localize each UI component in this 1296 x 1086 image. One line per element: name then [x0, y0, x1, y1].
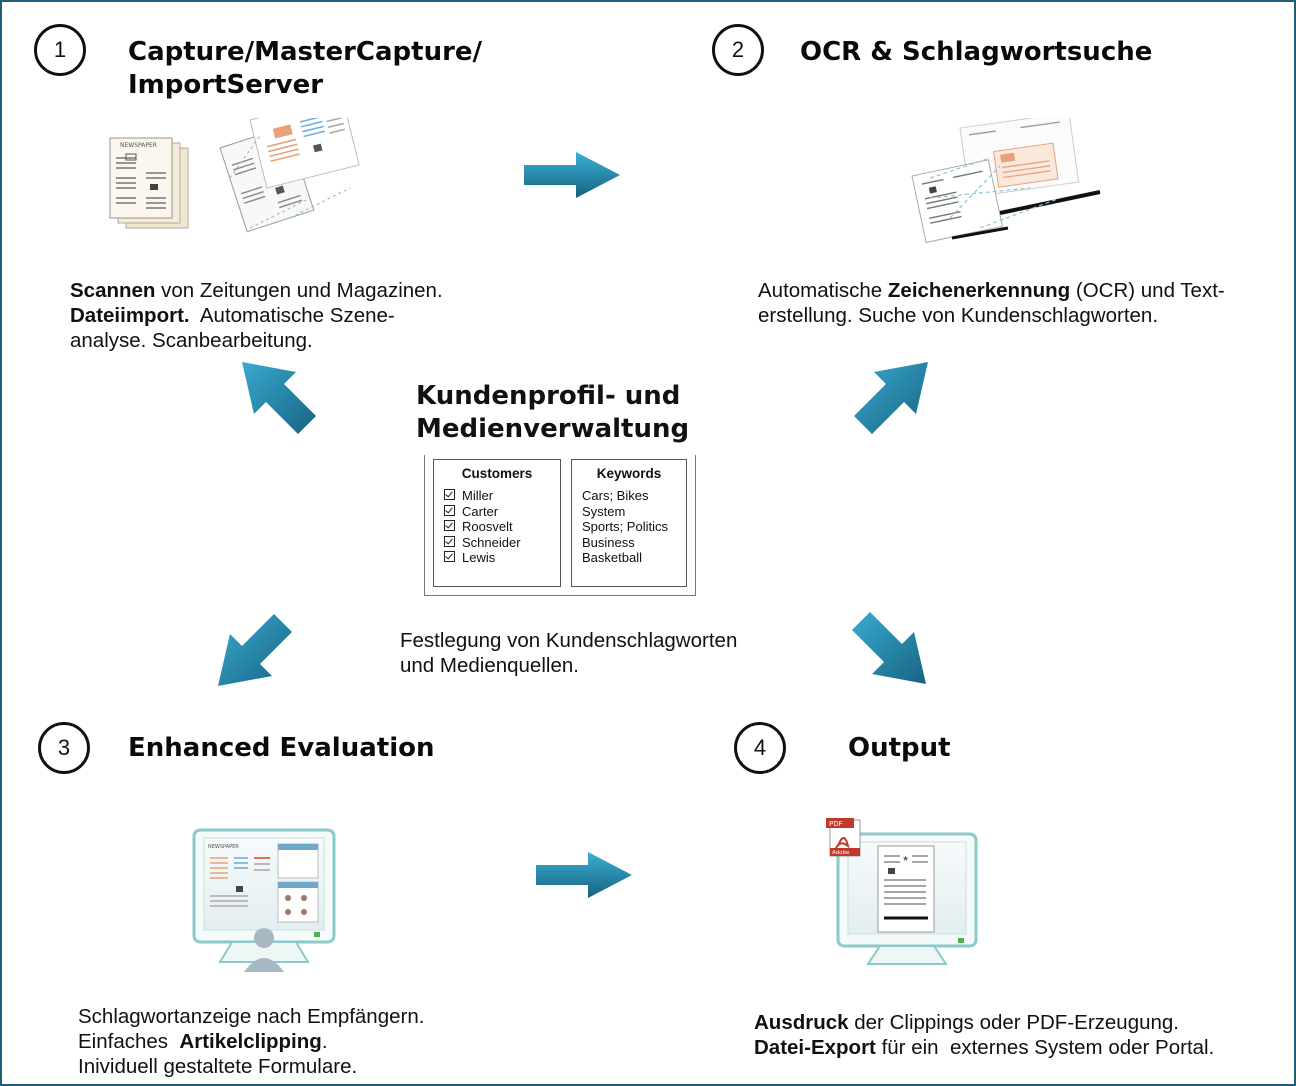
step-4-desc-bold-1: Ausdruck [754, 1011, 849, 1034]
checkbox-icon [444, 489, 455, 500]
customer-keyword-table: Customers Miller Carter Roosvelt Schneid… [424, 455, 696, 596]
step-3-description: Schlagwortanzeige nach Empfängern. Einfa… [78, 1004, 424, 1079]
customer-item: Carter [444, 504, 560, 520]
step-2-number: 2 [712, 24, 764, 76]
step-3-desc-bold-2: Artikelclipping [179, 1030, 322, 1053]
step-1-number: 1 [34, 24, 86, 76]
step-3-desc-rest-2: . [321, 1030, 328, 1053]
adobe-label: Adobe [832, 850, 850, 856]
customer-name: Lewis [462, 550, 496, 565]
newspaper-label-2: NEWSPAPER [208, 844, 239, 850]
step-1-number-text: 1 [53, 37, 67, 62]
arrow-right-bottom [536, 852, 632, 898]
center-desc-line-1: Festlegung von Kundenschlagworten [400, 629, 738, 652]
customer-item: Miller [444, 488, 560, 504]
step-3-number: 3 [38, 722, 90, 774]
keyword-item: Cars; Bikes [582, 488, 649, 503]
customer-name: Miller [462, 488, 494, 503]
checkbox-icon [444, 504, 455, 516]
customer-name: Schneider [462, 534, 521, 550]
step-1-desc-bold-2: Dateiimport. [70, 304, 190, 327]
pdf-icon: PDF Adobe [826, 818, 861, 857]
step-1-desc-line-3: analyse. Scanbearbeitung. [70, 329, 313, 352]
keyword-item: Sports; Politics [582, 519, 668, 534]
step-1-desc-rest-2: Automatische Szene- [189, 304, 395, 327]
step-3-desc-line-3: Inividuell gestaltete Formulare. [78, 1055, 358, 1078]
center-title: Kundenprofil- und Medienverwaltung [416, 380, 689, 446]
customer-name: Carter [462, 503, 499, 519]
star-icon: ★ [902, 854, 909, 863]
checkbox-icon [444, 551, 455, 562]
center-description: Festlegung von Kundenschlagworten und Me… [400, 628, 737, 678]
newspaper-label-1: NEWSPAPER [120, 142, 157, 149]
step-2-number-text: 2 [731, 37, 745, 62]
step-4-desc-rest-1: der Clippings oder PDF-Erzeugung. [848, 1011, 1180, 1034]
step-3-desc-pre-2: Einfaches [78, 1030, 180, 1053]
ocr-illustration [911, 118, 1101, 244]
step-3-title: Enhanced Evaluation [128, 733, 435, 763]
step-4-number: 4 [734, 722, 786, 774]
keywords-column: Keywords Cars; Bikes System Sports; Poli… [571, 459, 687, 587]
step-4-desc-rest-2: für ein externes System oder Portal. [875, 1036, 1215, 1059]
arrow-down-right [852, 612, 926, 684]
step-1-desc-rest-1: von Zeitungen und Magazinen. [155, 279, 443, 302]
checkbox-icon [444, 535, 455, 547]
newspaper-scan-illustration: NEWSPAPER [109, 118, 360, 233]
arrow-down-left [218, 614, 292, 686]
keyword-item: System [582, 503, 626, 519]
keywords-header: Keywords [596, 466, 662, 481]
step-2-title: OCR & Schlagwortsuche [800, 37, 1153, 67]
step-4-number-text: 4 [753, 735, 767, 760]
step-1-description: Scannen von Zeitungen und Magazinen. Dat… [70, 278, 443, 353]
center-desc-line-2: und Medienquellen. [400, 654, 579, 677]
step-4-desc-bold-2: Datei-Export [754, 1036, 876, 1059]
step-1-desc-bold-1: Scannen [70, 279, 156, 302]
step-4-title: Output [848, 733, 951, 763]
output-monitor-illustration: ★ PDF Adobe [826, 818, 978, 965]
arrow-up-left [242, 362, 316, 434]
step-1-title-line-2: ImportServer [128, 70, 324, 100]
keyword-item: Business [582, 534, 635, 550]
customer-name: Roosvelt [462, 519, 513, 534]
center-title-line-1: Kundenprofil- und [416, 381, 681, 411]
checkbox-icon [444, 520, 455, 531]
arrow-up-right [854, 362, 928, 434]
step-2-desc-bold-1: Zeichenerkennung [887, 279, 1071, 302]
step-3-number-text: 3 [57, 735, 71, 760]
step-1-title-line-1: Capture/MasterCapture/ [128, 37, 483, 67]
step-2-description: Automatische Zeichenerkennung (OCR) und … [758, 278, 1225, 328]
step-4-description: Ausdruck der Clippings oder PDF-Erzeugun… [754, 1010, 1214, 1060]
keyword-item: Basketball [582, 550, 642, 565]
customer-item: Schneider [444, 535, 560, 551]
step-2-desc-line-2: erstellung. Suche von Kundenschlagworten… [758, 304, 1159, 327]
customers-column: Customers Miller Carter Roosvelt Schneid… [433, 459, 561, 587]
step-1-title: Capture/MasterCapture/ ImportServer [128, 36, 482, 102]
step-3-desc-line-1: Schlagwortanzeige nach Empfängern. [78, 1005, 425, 1028]
step-2-desc-pre-1: Automatische [758, 279, 888, 302]
customers-header: Customers [461, 466, 533, 481]
arrow-right-top [524, 152, 620, 198]
evaluation-monitor-illustration: NEWSPAPER [192, 828, 336, 972]
step-2-desc-rest-1: (OCR) und Text- [1070, 279, 1225, 302]
customer-item: Lewis [444, 550, 560, 566]
customer-item: Roosvelt [444, 519, 560, 535]
pdf-label: PDF [829, 820, 843, 828]
center-title-line-2: Medienverwaltung [416, 414, 690, 444]
